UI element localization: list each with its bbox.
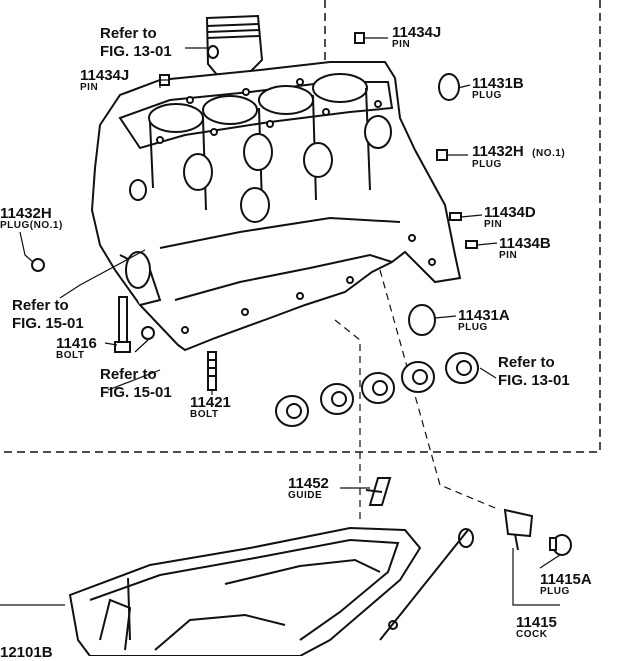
label-11452: 11452 GUIDE — [288, 476, 329, 501]
guide-icon — [365, 477, 392, 506]
part-name: PIN — [392, 39, 411, 50]
part-number: 11452 — [288, 475, 329, 492]
part-number: 12101B — [0, 644, 53, 661]
ref-line2: FIG. 13-01 — [498, 372, 570, 389]
part-number: 11432H — [0, 205, 52, 222]
part-name: PLUG — [472, 90, 502, 101]
part-name: BOLT — [190, 409, 219, 420]
label-11434J-left: 11434J PIN — [80, 68, 129, 93]
label-11415: 11415 COCK — [516, 615, 557, 640]
group-boundary — [0, 0, 601, 453]
ref-line2: FIG. 13-01 — [100, 43, 172, 60]
label-11434B: 11434B PIN — [499, 236, 551, 261]
label-11432H-right: 11432H (NO.1) PLUG — [472, 144, 565, 170]
label-11432H-left: 11432H PLUG(NO.1) — [0, 206, 63, 231]
cylinder-block-icon — [90, 61, 462, 352]
label-11431A: 11431A PLUG — [458, 308, 510, 333]
ref-fig-13-01-top: Refer to FIG. 13-01 — [100, 25, 172, 61]
label-11415A: 11415A PLUG — [540, 572, 592, 597]
dipstick-icon — [379, 528, 474, 641]
oil-pan-icon — [68, 526, 422, 656]
part-number: 11431A — [458, 307, 510, 324]
ref-line1: Refer to — [498, 354, 555, 371]
ref-line1: Refer to — [100, 25, 157, 42]
drain-cock-icon — [503, 508, 572, 556]
ref-fig-13-01-right: Refer to FIG. 13-01 — [498, 354, 570, 390]
part-number: 11415 — [516, 614, 557, 631]
label-11431B: 11431B PLUG — [472, 76, 524, 101]
part-name: PLUG — [472, 159, 502, 170]
part-name: GUIDE — [288, 490, 323, 501]
label-11421: 11421 BOLT — [190, 395, 231, 420]
part-number: 11432H — [472, 143, 524, 160]
ref-line2: FIG. 15-01 — [100, 384, 172, 401]
part-name: PLUG — [458, 322, 488, 333]
bearing-caps-icon — [275, 352, 479, 427]
label-11434J-top: 11434J PIN — [392, 25, 441, 50]
part-name: PLUG(NO.1) — [0, 220, 63, 231]
piston-icon — [205, 14, 264, 78]
part-number: 11421 — [190, 394, 231, 411]
ref-fig-15-01-mid: Refer to FIG. 15-01 — [100, 366, 172, 402]
label-12101B: 12101B — [0, 645, 53, 660]
part-number: 11431B — [472, 75, 524, 92]
bolts-icon — [114, 296, 217, 391]
part-name: COCK — [516, 629, 548, 640]
part-name: PIN — [80, 82, 99, 93]
pins-plugs-icon — [31, 32, 478, 340]
ref-line1: Refer to — [12, 297, 69, 314]
leader-lines — [0, 37, 561, 606]
ref-line1: Refer to — [100, 366, 157, 383]
ref-line2: FIG. 15-01 — [12, 315, 84, 332]
part-name: PIN — [499, 250, 518, 261]
part-name: PLUG — [540, 586, 570, 597]
part-name: BOLT — [56, 350, 85, 361]
part-number: 11434J — [392, 24, 442, 41]
label-11434D: 11434D PIN — [484, 205, 536, 230]
assembly-line-right — [379, 269, 501, 511]
part-number: 11434J — [80, 67, 130, 84]
label-11416: 11416 BOLT — [56, 336, 97, 361]
part-number: 11434B — [499, 235, 551, 252]
ref-fig-15-01-left: Refer to FIG. 15-01 — [12, 297, 84, 333]
part-number: 11416 — [56, 335, 97, 352]
part-name: PIN — [484, 219, 503, 230]
assembly-line-center — [334, 319, 361, 520]
part-number: 11415A — [540, 571, 592, 588]
part-note: (NO.1) — [532, 148, 566, 159]
part-number: 11434D — [484, 204, 536, 221]
